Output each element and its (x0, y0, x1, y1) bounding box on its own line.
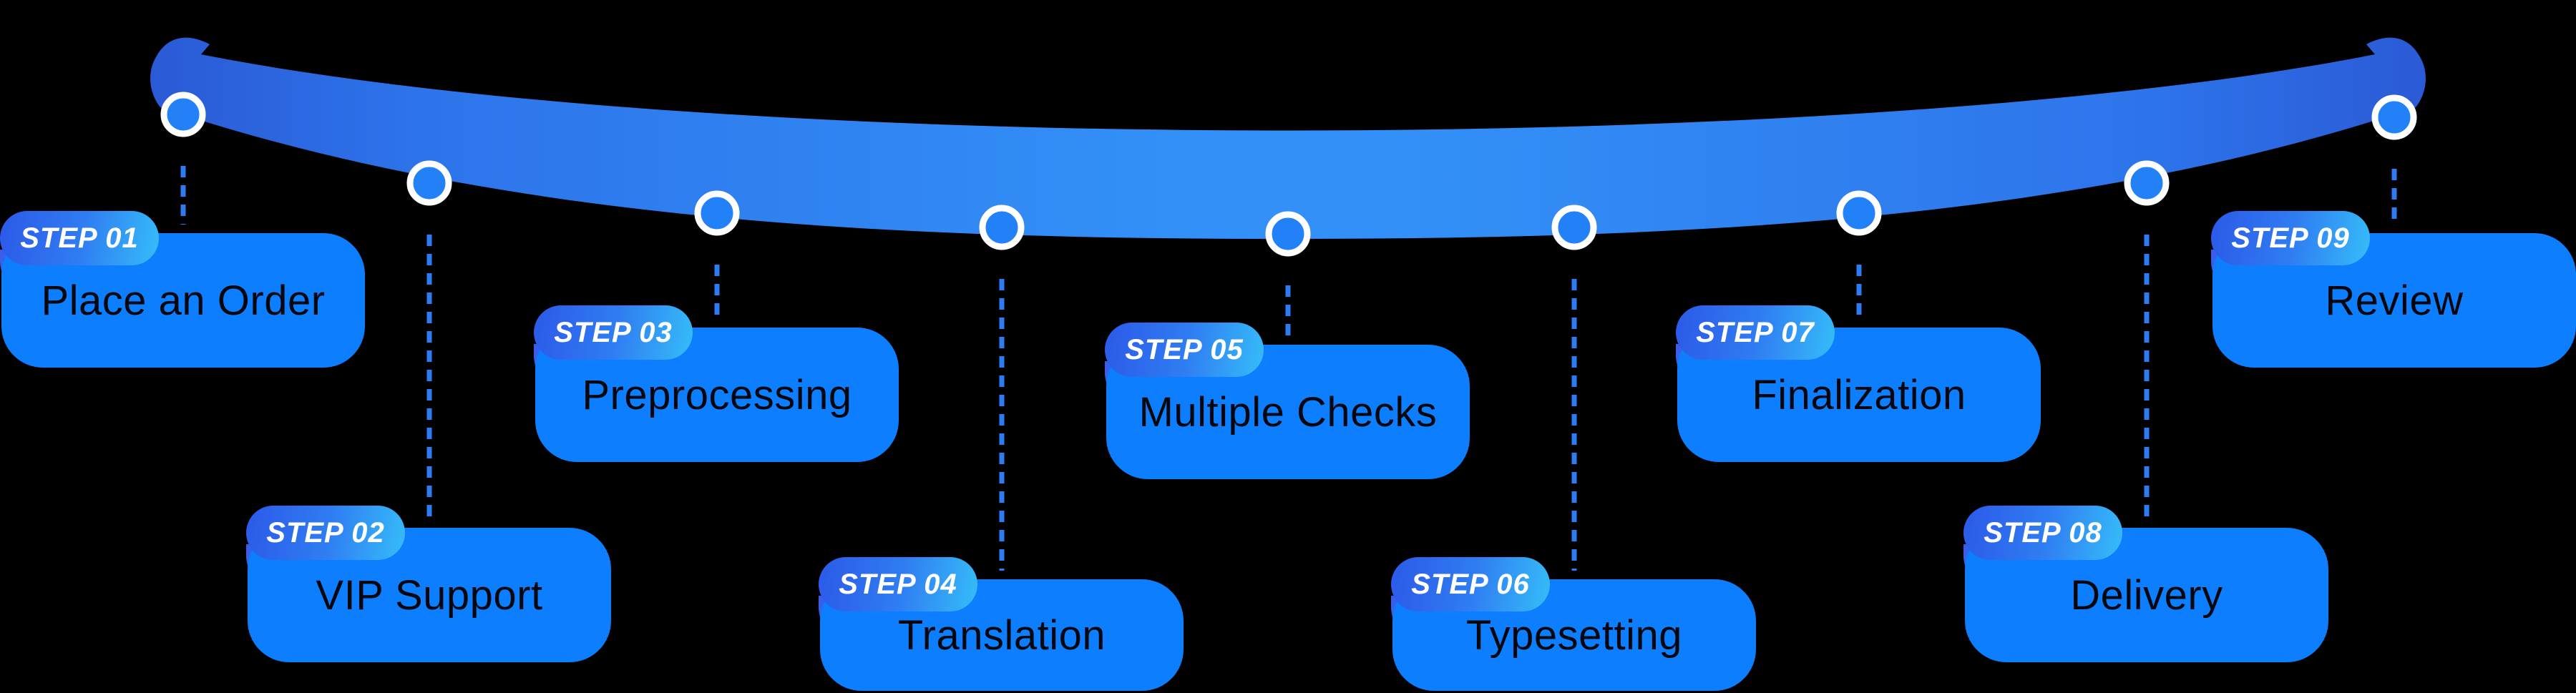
step-badge: STEP 09 (2211, 211, 2370, 265)
node-circle (694, 190, 740, 236)
step-badge-label: STEP 02 (266, 516, 385, 549)
step-badge-label: STEP 04 (839, 568, 957, 600)
step-badge-label: STEP 06 (1411, 568, 1530, 600)
step-badge: STEP 04 (819, 557, 977, 611)
step-card-label: Translation (897, 611, 1106, 659)
node-circle (160, 92, 206, 137)
step-card-label: Review (2325, 277, 2464, 324)
step-card-label: Typesetting (1465, 611, 1683, 659)
step-card-label: Preprocessing (582, 371, 852, 418)
step-card-label: Multiple Checks (1138, 388, 1438, 436)
node-circle (2124, 160, 2170, 206)
step-badge: STEP 02 (246, 506, 405, 560)
step-badge: STEP 03 (534, 305, 693, 360)
step-card-label: VIP Support (316, 571, 543, 619)
node-circle (1551, 205, 1597, 250)
step-badge: STEP 05 (1105, 323, 1264, 377)
node-circle (1836, 190, 1882, 236)
step-badge-label: STEP 03 (554, 316, 673, 348)
step-card-label: Finalization (1752, 371, 1966, 418)
step-badge-label: STEP 09 (2231, 222, 2350, 254)
node-circle (2371, 94, 2417, 140)
step-badge-label: STEP 08 (1984, 516, 2102, 549)
node-circle (1265, 211, 1311, 257)
ribbon-arc (150, 37, 2426, 240)
step-badge: STEP 01 (0, 211, 159, 265)
step-badge: STEP 07 (1676, 305, 1835, 360)
step-card: Typesetting (1392, 579, 1756, 691)
step-badge: STEP 08 (1963, 506, 2122, 560)
node-circle (979, 205, 1025, 250)
step-badge-label: STEP 07 (1696, 316, 1815, 348)
step-badge: STEP 06 (1391, 557, 1550, 611)
node-circle (406, 160, 452, 206)
step-card-label: Delivery (2070, 571, 2223, 619)
step-badge-label: STEP 01 (20, 222, 139, 254)
step-badge-label: STEP 05 (1125, 333, 1244, 365)
step-card: Preprocessing (535, 328, 899, 462)
step-card-label: Place an Order (41, 277, 326, 324)
